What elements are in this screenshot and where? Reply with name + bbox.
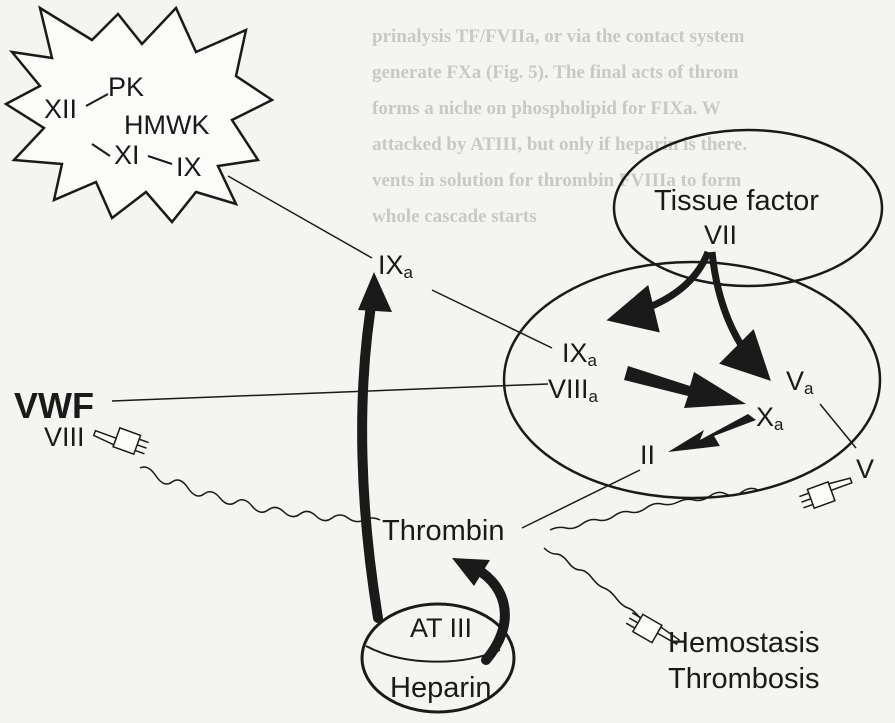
arrow-ixa-viiia-to-xa — [624, 366, 746, 408]
factor-xa-label: Xa — [756, 402, 784, 434]
heparin-divider — [366, 646, 500, 662]
line-va-to-v — [820, 404, 856, 448]
factor-vii-label: VII — [704, 220, 737, 250]
factor-ix-label: IX — [176, 152, 202, 182]
wavy-thrombin-to-viii — [140, 467, 380, 522]
line-thrombin-to-ii — [522, 470, 640, 528]
factor-ixa-top-label: IXa — [378, 250, 414, 282]
line-ixa-to-inner-ixa — [432, 290, 552, 348]
factor-pk-label: PK — [108, 72, 144, 102]
atiii-label: AT III — [410, 613, 472, 643]
node-labels: IXa IXa VIIIa Va Xa II VWF VIII V Thromb… — [14, 250, 874, 704]
bleed-line-3: forms a niche on phospholipid for FIXa. … — [372, 98, 721, 119]
bleed-line-6: whole cascade starts — [372, 206, 537, 227]
factor-viii-label: VIII — [44, 422, 85, 452]
factor-va-label: Va — [786, 366, 814, 398]
factor-xi-label: XI — [114, 140, 140, 170]
factor-v-label: V — [856, 454, 874, 484]
factor-xii-label: XII — [44, 94, 77, 124]
hemostasis-label: Hemostasis — [668, 627, 820, 659]
bleed-line-1: prinalysis TF/FVIIa, or via the contact … — [372, 26, 745, 47]
arrow-thrombin-to-ixa — [362, 288, 378, 618]
arrow-xa-to-ii — [668, 414, 756, 452]
contact-system-starburst: XII PK HMWK XI IX — [6, 8, 272, 222]
factor-ii-label: II — [640, 440, 655, 470]
thrombosis-label: Thrombosis — [668, 663, 820, 695]
heparin-label: Heparin — [390, 672, 492, 704]
line-ix-to-ixa — [228, 176, 372, 258]
line-vwf-to-viiia — [112, 384, 548, 401]
wavy-thrombin-to-hemostasis — [544, 548, 650, 628]
pointing-hand-v — [798, 474, 856, 511]
thrombin-label: Thrombin — [382, 515, 505, 547]
vwf-label: VWF — [14, 385, 94, 426]
factor-viiia-label: VIIIa — [548, 374, 599, 406]
tissue-factor-label: Tissue factor — [654, 185, 819, 217]
tf-arrows — [616, 252, 764, 374]
factor-ixa-inner-label: IXa — [562, 338, 598, 370]
bleed-line-2: generate FXa (Fig. 5). The final acts of… — [372, 62, 739, 83]
pointing-hand-viii — [92, 420, 150, 457]
factor-hmwk-label: HMWK — [124, 110, 209, 140]
